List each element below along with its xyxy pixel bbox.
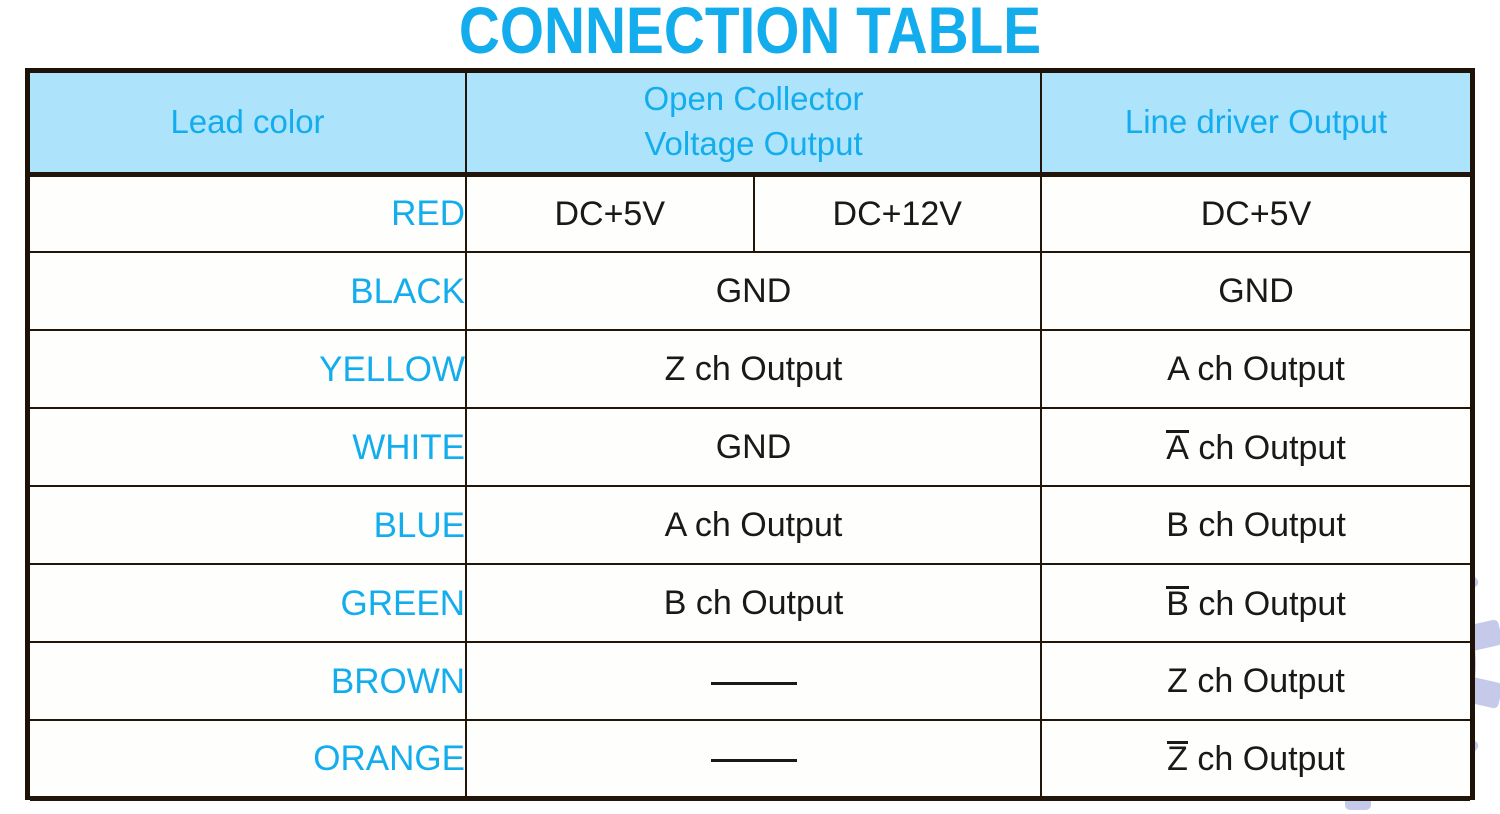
cell-lead-color: GREEN xyxy=(30,563,467,643)
cell-line-driver: GND xyxy=(1040,251,1470,331)
cell-lead-color: RED xyxy=(30,173,467,253)
column-header-open-collector-line2: Voltage Output xyxy=(644,125,863,163)
cell-open-collector xyxy=(465,719,1042,801)
empty-dash-mark xyxy=(710,758,797,762)
page-title: CONNECTION TABLE xyxy=(458,0,1042,67)
cell-line-driver: A ch Output xyxy=(1040,407,1470,487)
overbar-letter: B xyxy=(1166,584,1189,623)
connection-table-frame: Lead color Open Collector Voltage Output… xyxy=(25,68,1475,801)
cell-lead-color: BLUE xyxy=(30,485,467,565)
cell-line-driver: Z ch Output xyxy=(1040,719,1470,801)
overbar-letter: A xyxy=(1166,428,1189,467)
line-driver-text: ch Output xyxy=(1188,584,1346,623)
cell-line-driver: B ch Output xyxy=(1040,485,1470,565)
cell-line-driver: DC+5V xyxy=(1040,173,1470,253)
cell-open-collector: A ch Output xyxy=(465,485,1042,565)
cell-lead-color: WHITE xyxy=(30,407,467,487)
column-header-line-driver: Line driver Output xyxy=(1040,73,1470,177)
cell-line-driver: B ch Output xyxy=(1040,563,1470,643)
cell-open-collector: Z ch Output xyxy=(465,329,1042,409)
column-header-open-collector: Open Collector Voltage Output xyxy=(465,73,1042,177)
table-header: Lead color Open Collector Voltage Output… xyxy=(30,73,1470,177)
line-driver-text: ch Output xyxy=(1187,739,1345,778)
column-header-lead-color: Lead color xyxy=(30,73,467,177)
cell-lead-color: YELLOW xyxy=(30,329,467,409)
header-row: Lead color Open Collector Voltage Output… xyxy=(30,73,1470,177)
overbar-letter: Z xyxy=(1167,739,1188,778)
cell-open-collector: DC+5V DC+12V xyxy=(465,173,1042,253)
cell-open-collector-5v: DC+5V xyxy=(467,176,755,251)
empty-dash-mark xyxy=(710,681,797,685)
table-row: BROWN Z ch Output xyxy=(30,641,1470,721)
cell-open-collector: GND xyxy=(465,251,1042,331)
table-row: ORANGE Z ch Output xyxy=(30,719,1470,801)
cell-open-collector: B ch Output xyxy=(465,563,1042,643)
cell-lead-color: BROWN xyxy=(30,641,467,721)
cell-lead-color: BLACK xyxy=(30,251,467,331)
cell-open-collector xyxy=(465,641,1042,721)
column-header-open-collector-line1: Open Collector xyxy=(643,80,864,118)
cell-open-collector-12v: DC+12V xyxy=(832,194,962,233)
connection-table: Lead color Open Collector Voltage Output… xyxy=(30,73,1470,801)
cell-lead-color: ORANGE xyxy=(30,719,467,801)
line-driver-text: ch Output xyxy=(1188,428,1346,467)
cell-line-driver: A ch Output xyxy=(1040,329,1470,409)
cell-line-driver: Z ch Output xyxy=(1040,641,1470,721)
cell-open-collector: GND xyxy=(465,407,1042,487)
